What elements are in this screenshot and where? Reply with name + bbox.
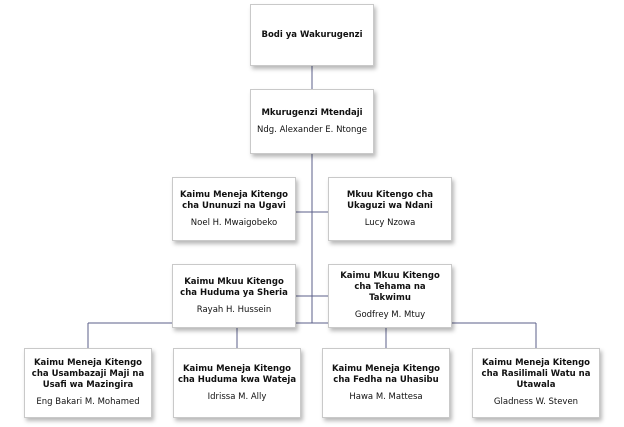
node-legal: Kaimu Mkuu Kitengo cha Huduma ya Sheria … <box>172 264 296 328</box>
node-name: Hawa M. Mattesa <box>349 391 423 402</box>
node-title: Kaimu Meneja Kitengo cha Ununuzi na Ugav… <box>179 189 289 211</box>
node-title: Kaimu Meneja Kitengo cha Usambazaji Maji… <box>31 358 145 390</box>
node-name: Eng Bakari M. Mohamed <box>36 397 140 407</box>
director-name: Ndg. Alexander E. Ntonge <box>257 124 367 135</box>
node-title: Kaimu Meneja Kitengo cha Fedha na Uhasib… <box>331 363 441 385</box>
node-name: Lucy Nzowa <box>364 217 416 228</box>
node-title: Mkuu Kitengo cha Ukaguzi wa Ndani <box>346 189 434 211</box>
node-ict: Kaimu Mkuu Kitengo cha Tehama na Takwimu… <box>328 264 452 328</box>
node-title: Kaimu Mkuu Kitengo cha Huduma ya Sheria <box>180 276 288 298</box>
node-name: Gladness W. Steven <box>493 397 579 407</box>
dept-customer-service: Kaimu Meneja Kitengo cha Huduma kwa Wate… <box>173 348 301 418</box>
node-internal-audit: Mkuu Kitengo cha Ukaguzi wa Ndani Lucy N… <box>328 177 452 241</box>
node-name: Rayah H. Hussein <box>196 304 272 315</box>
dept-finance: Kaimu Meneja Kitengo cha Fedha na Uhasib… <box>322 348 450 418</box>
node-name: Idrissa M. Ally <box>207 391 267 402</box>
node-name: Godfrey M. Mtuy <box>354 310 426 320</box>
node-title: Kaimu Meneja Kitengo cha Huduma kwa Wate… <box>177 363 297 385</box>
node-title: Kaimu Mkuu Kitengo cha Tehama na Takwimu <box>340 271 440 303</box>
dept-human-resources: Kaimu Meneja Kitengo cha Rasilimali Watu… <box>472 348 600 418</box>
board-node: Bodi ya Wakurugenzi <box>250 4 374 66</box>
dept-water-supply: Kaimu Meneja Kitengo cha Usambazaji Maji… <box>24 348 152 418</box>
director-node: Mkurugenzi Mtendaji Ndg. Alexander E. Nt… <box>250 89 374 154</box>
node-procurement: Kaimu Meneja Kitengo cha Ununuzi na Ugav… <box>172 177 296 241</box>
board-title: Bodi ya Wakurugenzi <box>261 30 363 40</box>
node-title: Kaimu Meneja Kitengo cha Rasilimali Watu… <box>481 358 591 390</box>
node-name: Noel H. Mwaigobeko <box>190 217 278 228</box>
director-title: Mkurugenzi Mtendaji <box>261 107 363 118</box>
